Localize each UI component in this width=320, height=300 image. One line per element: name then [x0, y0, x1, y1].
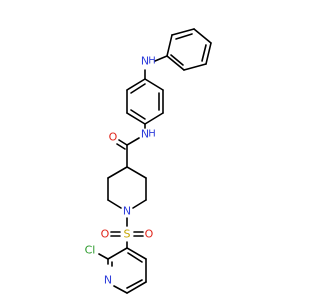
- piperidine-nitrogen: N: [123, 205, 131, 218]
- bond: [126, 281, 147, 294]
- double-bond-inner: [130, 109, 146, 120]
- double-bond-inner: [175, 33, 193, 40]
- bond: [126, 247, 147, 260]
- chlorine-atom: Cl: [85, 244, 96, 257]
- nh-top-n: N: [141, 55, 149, 68]
- molecule-svg: N H N H O N S O O Cl N: [85, 28, 212, 294]
- bond: [126, 78, 146, 91]
- bond: [132, 199, 147, 209]
- bond: [113, 285, 128, 294]
- nh-top-h: H: [148, 56, 156, 67]
- pyridine-nitrogen: N: [104, 274, 112, 287]
- bond: [126, 166, 147, 179]
- bond: [166, 55, 185, 71]
- pyridine-ring: [107, 247, 147, 294]
- double-bond-inner: [201, 44, 207, 62]
- double-bond-inner: [130, 83, 146, 94]
- piperidine-ring: [107, 166, 147, 209]
- bond: [154, 55, 168, 62]
- bond: [183, 63, 207, 71]
- bond: [193, 28, 212, 44]
- bond: [171, 28, 195, 36]
- phenylene-ring-middle: [126, 78, 164, 125]
- bond: [205, 42, 212, 65]
- bond: [107, 199, 122, 209]
- amide-n: N: [141, 128, 149, 141]
- bond: [144, 78, 164, 91]
- bond: [166, 34, 173, 57]
- bond: [98, 253, 109, 260]
- phenyl-ring-top: [166, 28, 212, 71]
- atom-labels: N H N H O N S O O Cl N: [85, 55, 156, 287]
- sulfur-atom: S: [124, 228, 131, 241]
- bond: [126, 112, 146, 125]
- carbonyl-bond: [118, 139, 128, 146]
- double-bond-inner: [127, 252, 143, 263]
- bond: [107, 247, 128, 260]
- bond: [126, 137, 140, 146]
- sulfonyl-oxygen-left: O: [101, 228, 110, 241]
- molecule-structure-diagram: N H N H O N S O O Cl N: [85, 28, 212, 294]
- amide-h: H: [148, 129, 156, 140]
- bond: [107, 166, 128, 179]
- sulfonyl-oxygen-right: O: [145, 228, 154, 241]
- carbonyl-bond: [116, 143, 126, 150]
- double-bond-inner: [170, 54, 184, 66]
- amide-oxygen: O: [109, 131, 118, 144]
- double-bond-inner: [126, 279, 143, 289]
- bond: [144, 112, 164, 125]
